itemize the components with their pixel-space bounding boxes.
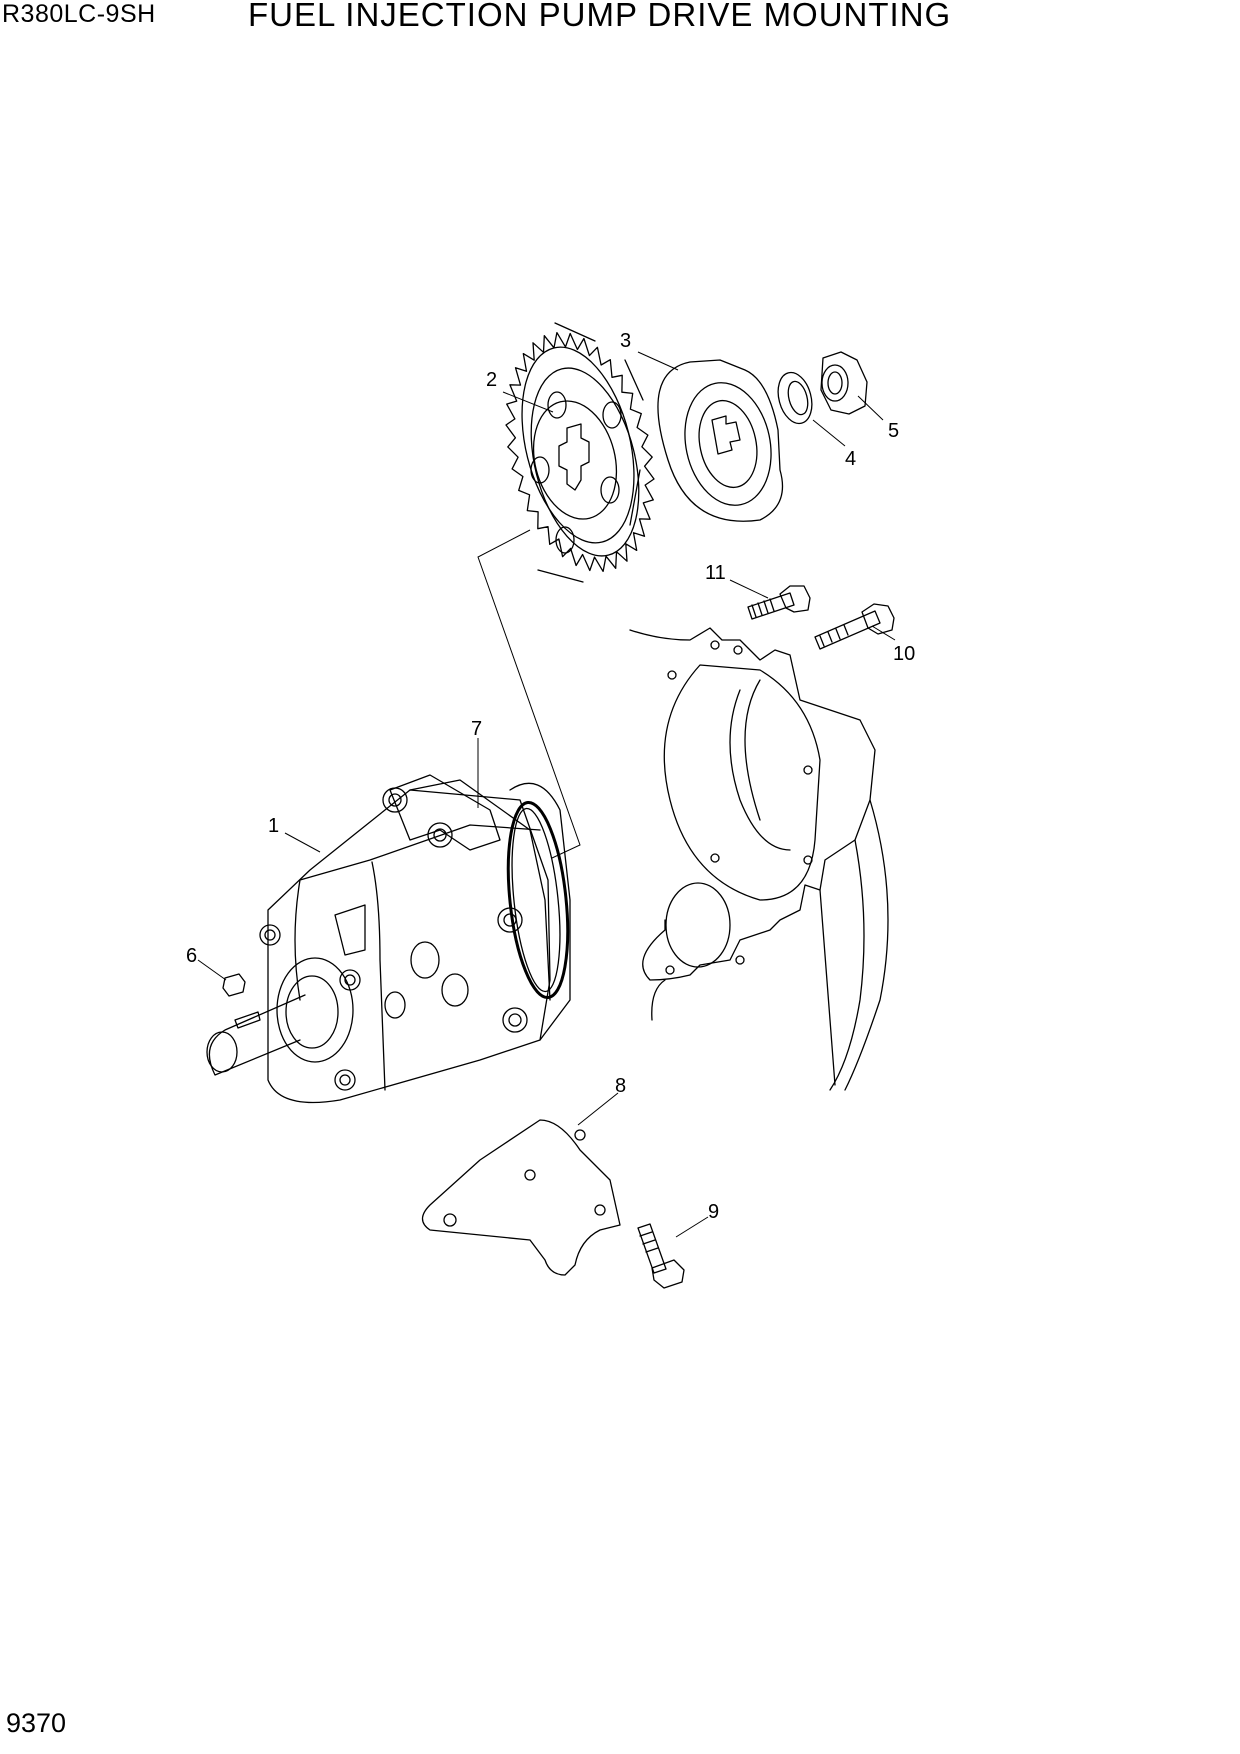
callout-1: 1 [268,815,279,837]
callout-labels: 1 2 3 4 5 6 7 8 9 10 11 [186,330,915,1223]
leader-lines [197,351,896,1238]
thrust-plate [657,359,784,522]
callout-4: 4 [845,448,856,470]
callout-6: 6 [186,945,197,967]
model-code: R380LC-9SH [2,0,156,28]
drive-gear [505,322,655,583]
fuel-injection-pump [206,774,571,1104]
o-ring [506,800,570,1000]
callout-7: 7 [471,718,482,740]
bolt-10 [814,603,895,650]
page-title: FUEL INJECTION PUMP DRIVE MOUNTING [248,0,952,33]
lock-washer [777,371,813,425]
page-number: 9370 [6,1708,67,1738]
bolt-9 [637,1223,685,1289]
hex-nut [820,351,868,415]
callout-10: 10 [893,643,915,665]
callout-2: 2 [486,369,497,391]
support-bracket [421,1119,621,1276]
assembly-path [477,529,581,859]
callout-8: 8 [615,1075,626,1097]
callout-11: 11 [705,562,726,584]
engine-housing [629,627,889,1091]
callout-5: 5 [888,420,899,442]
callout-3: 3 [620,330,631,352]
callout-9: 9 [708,1201,719,1223]
bolt-11 [747,585,811,620]
woodruff-key [222,973,246,997]
